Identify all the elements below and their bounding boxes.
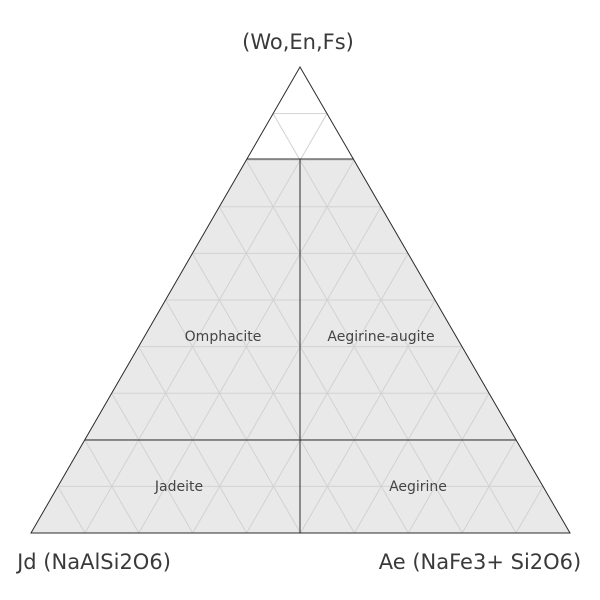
grid-line-left-parallel [192, 206, 382, 534]
field-label-aegirine: Aegirine [389, 479, 447, 495]
grid-line-right-parallel [111, 392, 194, 534]
apex-left-label: Jd (NaAlSi2O6) [15, 550, 171, 574]
grid-line-left-parallel [407, 392, 490, 534]
apex-right-label: Ae (NaFe3+ Si2O6) [379, 550, 581, 574]
grid-line-right-parallel [165, 299, 301, 534]
grid-line-right-parallel [218, 206, 409, 534]
grid-line-right-parallel [272, 113, 517, 534]
grid-line-right-parallel [57, 486, 86, 534]
apex-top-label: (Wo,En,Fs) [242, 30, 354, 54]
grid-line-left-parallel [300, 299, 436, 534]
field-label-jadeite: Jadeite [154, 479, 203, 495]
grid-line-left-parallel [515, 486, 544, 534]
field-label-aegirine-augite: Aegirine-augite [327, 329, 434, 345]
grid-line-left-parallel [84, 113, 328, 534]
field-label-omphacite: Omphacite [185, 329, 262, 345]
